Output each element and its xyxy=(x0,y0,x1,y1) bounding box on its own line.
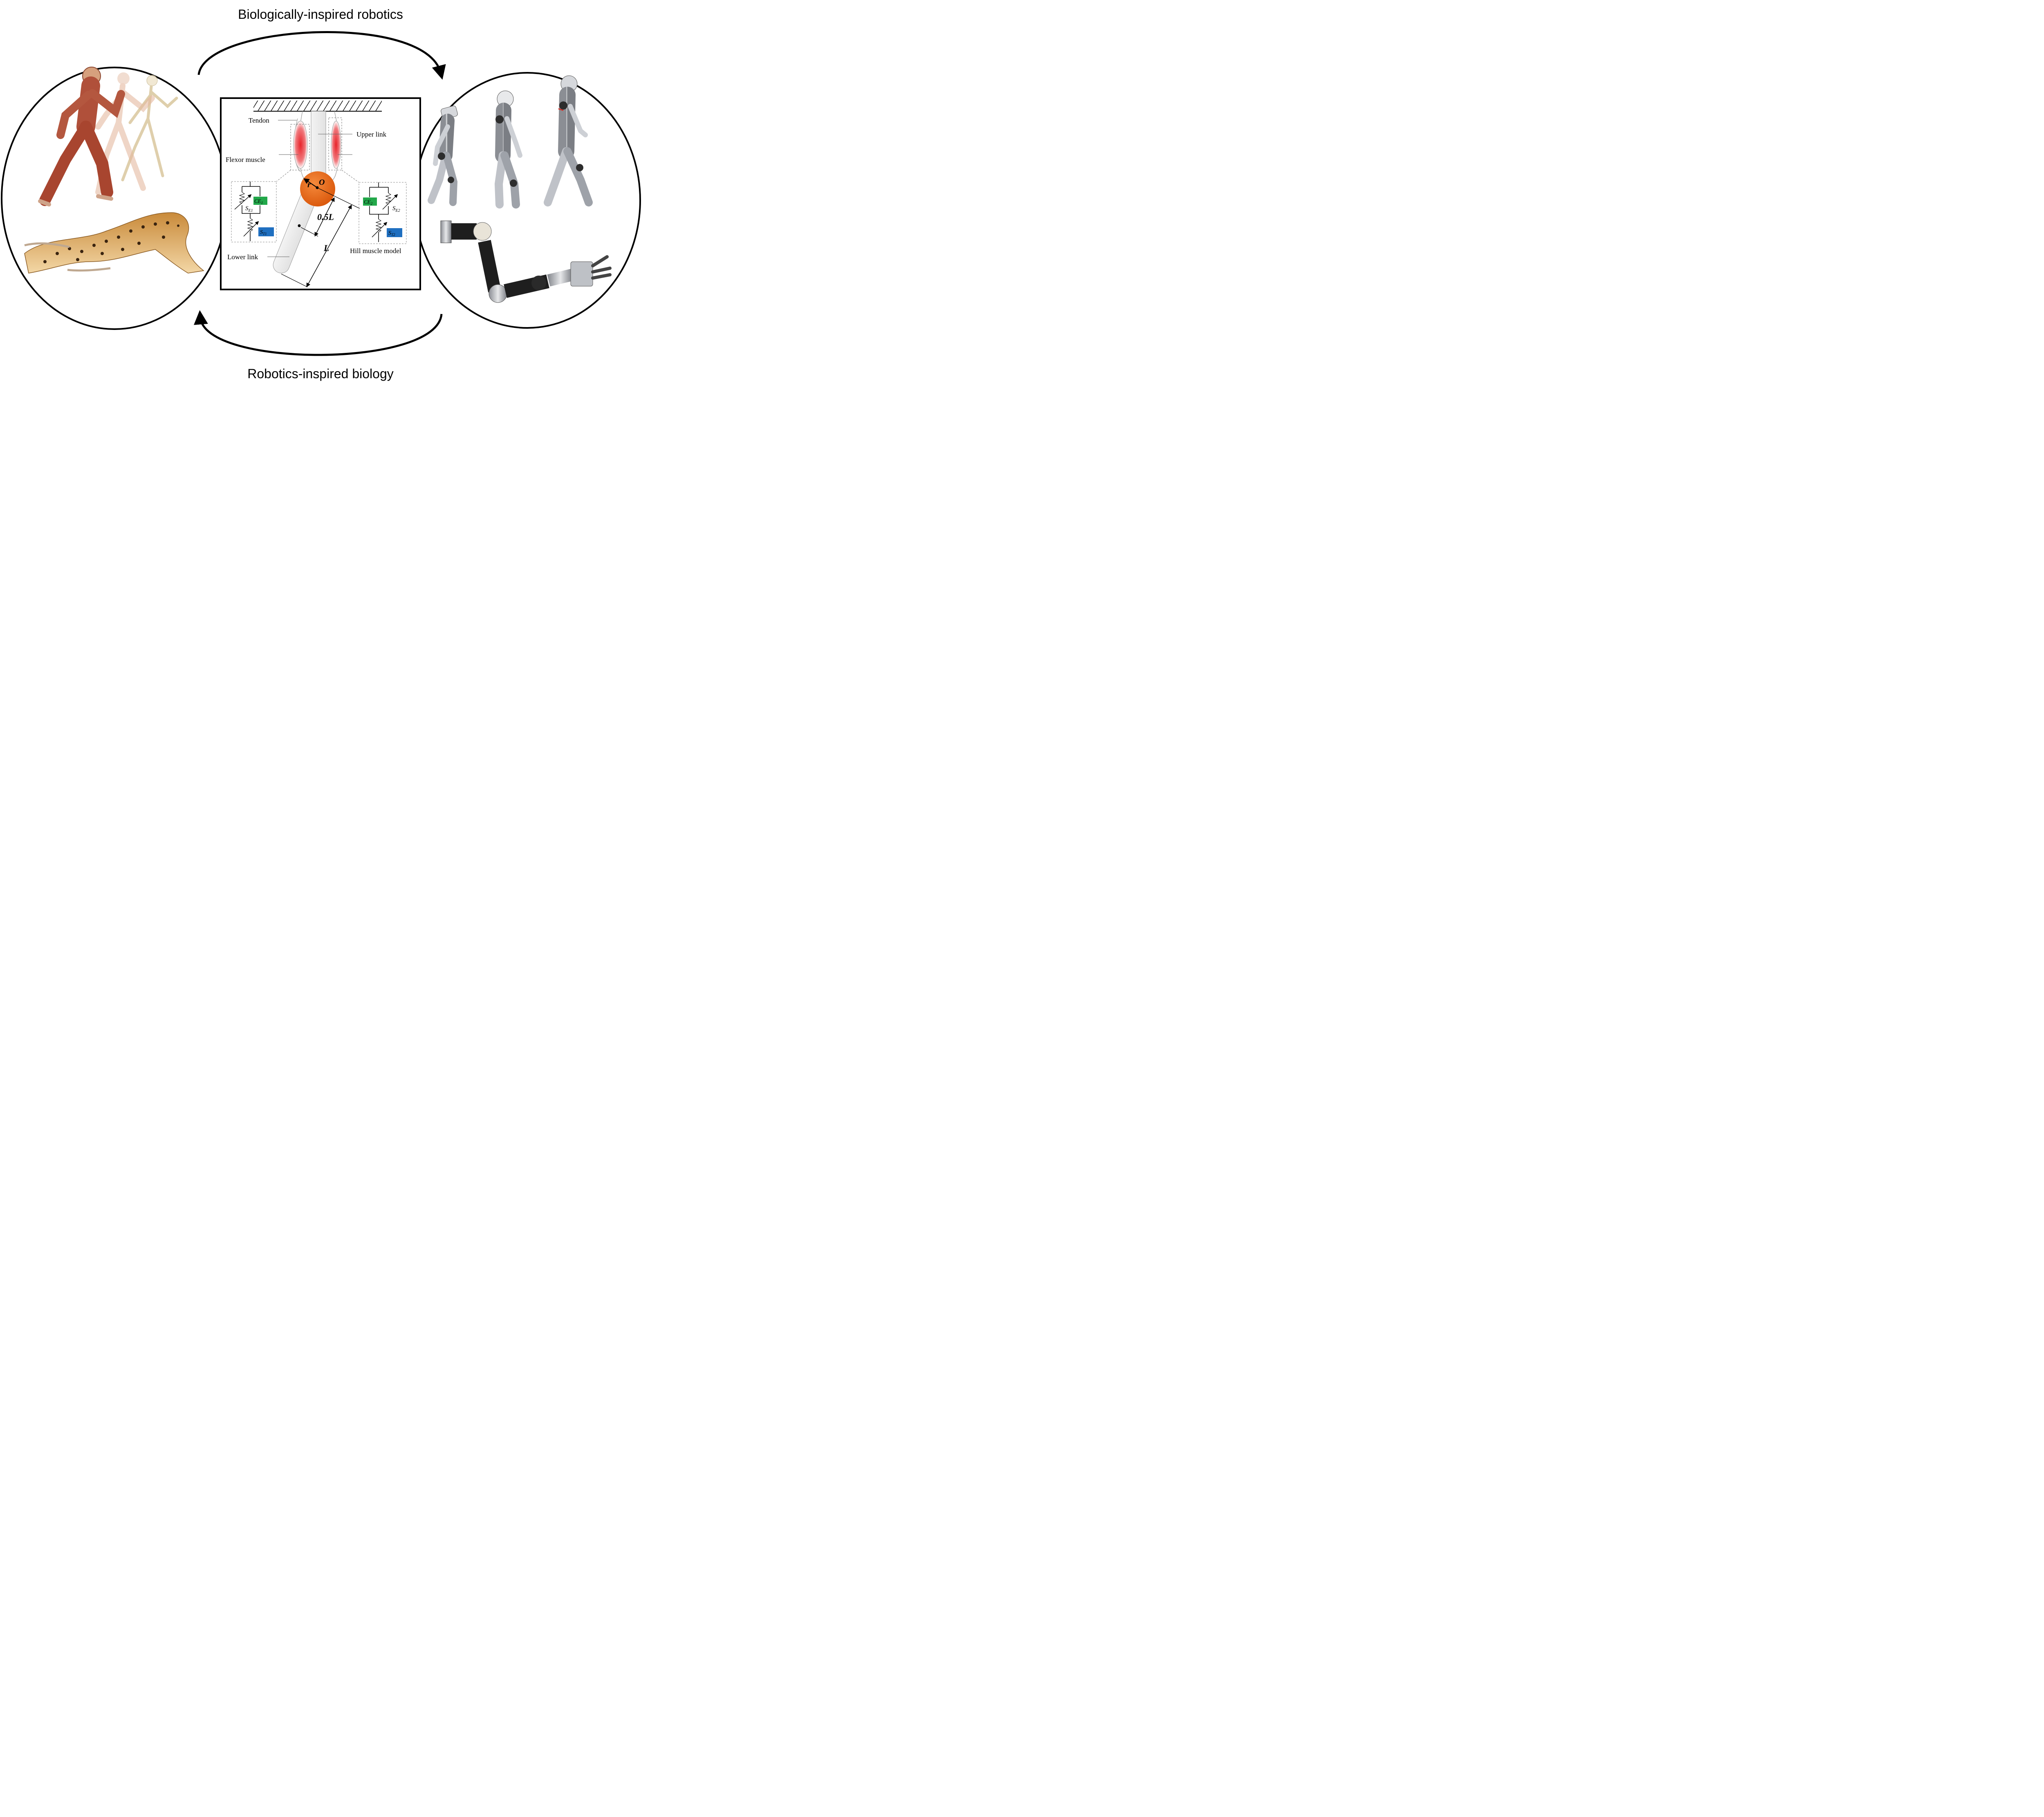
running-muscle-figure xyxy=(38,67,125,206)
lower-link-label: Lower link xyxy=(227,253,258,261)
bottom-arrow xyxy=(194,310,443,356)
length-label: L xyxy=(323,243,329,253)
tendon-label: Tendon xyxy=(249,117,269,124)
humanoid-robot-right xyxy=(544,75,593,206)
diagram-svg: Biologically-inspired robotics Robotics-… xyxy=(1,7,641,381)
half-length-label: 0.5L xyxy=(317,212,334,222)
ce2-box xyxy=(363,197,377,206)
se2-label: SE2 xyxy=(392,205,400,213)
cheetah xyxy=(24,212,204,274)
ce1-box xyxy=(253,197,267,205)
joint-label: O xyxy=(319,178,325,187)
musculoskeletal-model: r O 0.5L L Tendon Upper link Flexor musc… xyxy=(220,97,421,290)
humanoid-robot-middle xyxy=(494,90,522,209)
top-caption: Biologically-inspired robotics xyxy=(238,7,403,22)
biology-illustration xyxy=(1,67,228,330)
st2-label: ST2 xyxy=(388,230,395,237)
center-of-mass-dot xyxy=(298,224,301,227)
se1-label: SE1 xyxy=(245,205,253,213)
extensor-muscle xyxy=(331,121,341,169)
dimension-extension-bottom xyxy=(281,274,308,287)
radius-arrow xyxy=(303,178,318,188)
hill-model-flexor: CE1 SE1 ST1 xyxy=(231,181,277,242)
top-arrow xyxy=(197,31,446,80)
extensor-dashed-frame xyxy=(328,117,342,170)
radius-label: r xyxy=(307,180,311,189)
st1-box xyxy=(258,227,274,236)
ce1-label: CE1 xyxy=(254,198,263,205)
flexor-dashed-frame xyxy=(290,124,310,170)
upper-link-label: Upper link xyxy=(356,130,387,138)
hill-muscle-model-label: Hill muscle model xyxy=(350,247,401,255)
running-translucent-figure xyxy=(95,72,155,195)
diagram-canvas: Biologically-inspired robotics Robotics-… xyxy=(0,0,641,391)
ce2-label: CE2 xyxy=(364,199,373,206)
st2-box xyxy=(387,228,402,237)
length-dimension xyxy=(306,204,352,287)
st1-label: ST1 xyxy=(260,229,267,236)
flexor-muscle xyxy=(293,121,308,169)
fixed-ground-hatch xyxy=(253,101,382,111)
humanoid-robot-left xyxy=(428,105,458,206)
robotics-illustration xyxy=(414,72,641,329)
dimension-extension-top xyxy=(317,187,360,209)
robotic-arm xyxy=(440,220,612,303)
bottom-caption: Robotics-inspired biology xyxy=(247,366,394,381)
hill-model-extensor: CE2 SE2 ST2 xyxy=(359,182,407,244)
flexor-muscle-label: Flexor muscle xyxy=(226,156,265,164)
running-skeleton-figure xyxy=(121,75,178,182)
